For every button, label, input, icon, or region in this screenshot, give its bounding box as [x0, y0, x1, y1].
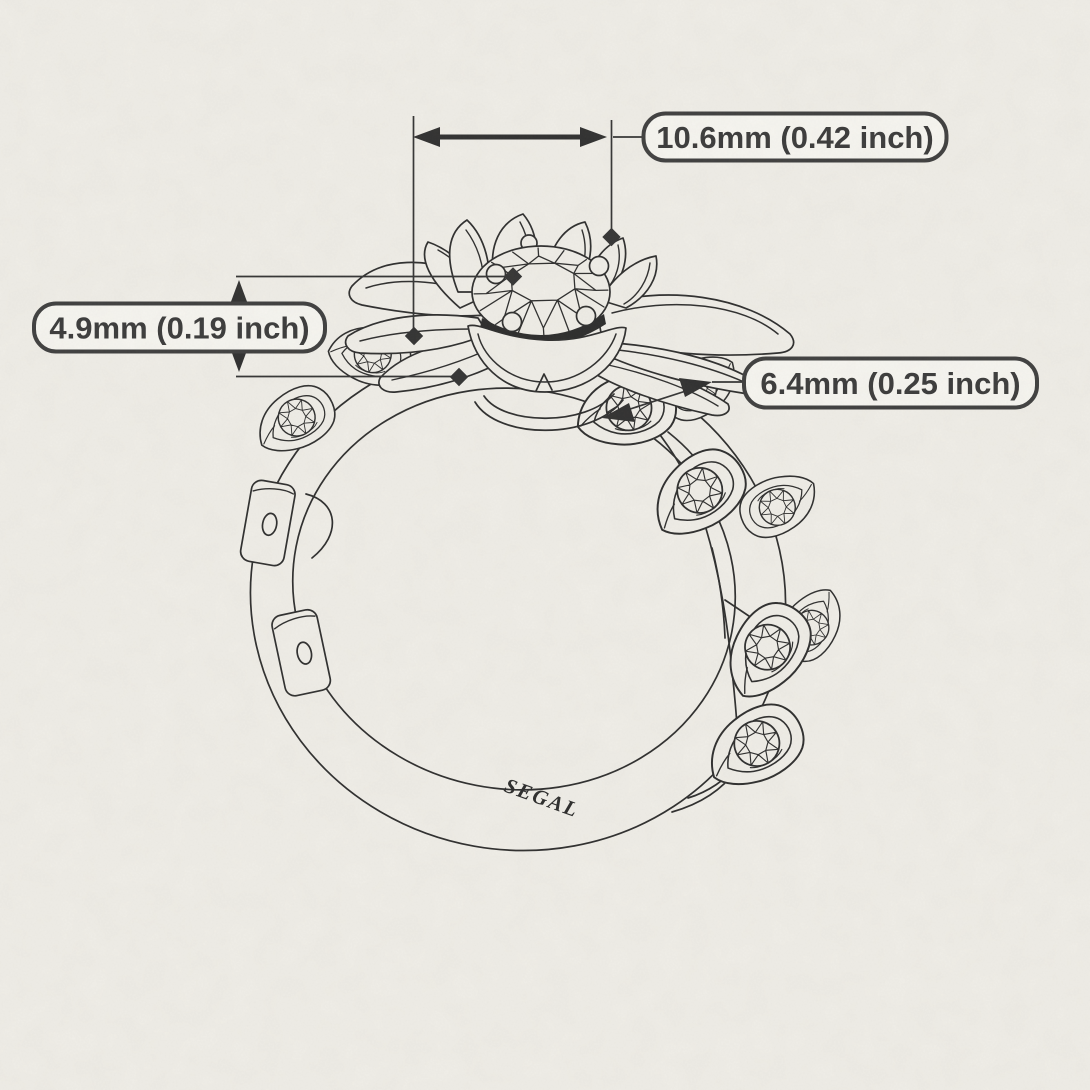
paper-grain-fine: [0, 0, 1090, 1090]
ring-technical-drawing: SEGAL 10.6mm (0.42 inch) 4.9mm (0.19 inc…: [0, 0, 1090, 1090]
